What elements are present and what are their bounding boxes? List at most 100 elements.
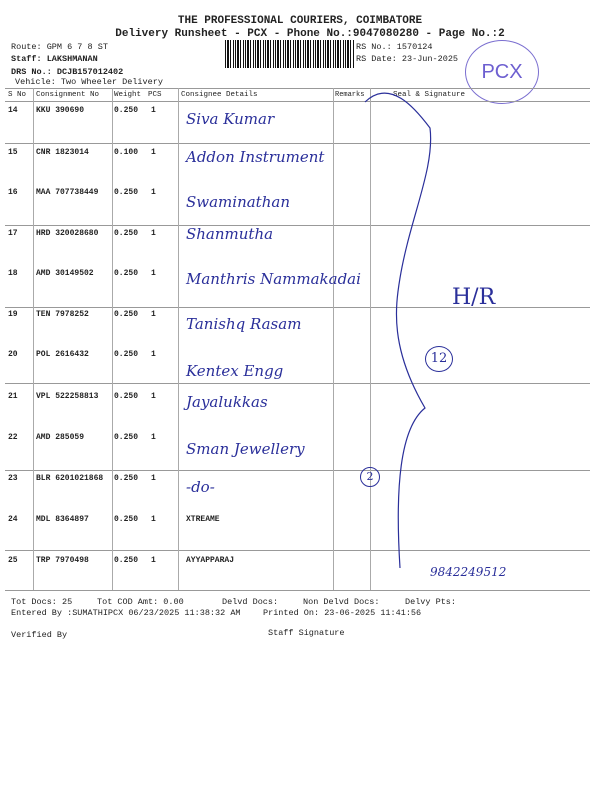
row-sno: 18 [8,269,18,278]
row-pcs: 1 [151,269,156,278]
row-sno: 23 [8,474,18,483]
row-divider [5,225,590,226]
phone-note: 9842249512 [430,565,507,579]
row-weight: 0.250 [114,269,139,278]
row-weight: 0.250 [114,350,139,359]
row-weight: 0.250 [114,392,139,401]
row-weight: 0.250 [114,310,139,319]
row-divider [5,307,590,308]
row-cno: TRP 7970498 [36,556,89,565]
company-name: THE PROFESSIONAL COURIERS, COIMBATORE [177,15,423,27]
row-cno: CNR 1823014 [36,148,89,157]
drs-no: DRS No.: DCJB157012402 [11,67,124,77]
row-consignee: AYYAPPARAJ [186,556,235,565]
col-divider [33,88,34,590]
row-pcs: 1 [151,433,156,442]
handwritten-consignee: Swaminathan [186,193,290,211]
count-circle: 12 [425,346,453,372]
row-cno: AMD 285059 [36,433,85,442]
row-consignee: XTREAME [186,515,220,524]
pcx-stamp: PCX [465,40,539,104]
col-seal: Seal & Signature [393,91,466,99]
handwritten-consignee: Manthris Nammakadai [186,270,361,288]
handwritten-consignee: Shanmutha [186,225,274,243]
col-divider [112,88,113,590]
row-pcs: 1 [151,556,156,565]
vehicle: Vehicle: Two Wheeler Delivery [15,77,163,87]
col-divider [333,88,334,590]
barcode [225,40,355,68]
rs-no: RS No.: 1570124 [356,42,433,52]
row-cno: TEN 7978252 [36,310,89,319]
row-cno: MAA 707738449 [36,188,99,197]
printed-on: Printed On: 23-06-2025 11:41:56 [263,608,422,618]
col-consignment: Consignment No [36,91,100,99]
row-cno: POL 2616432 [36,350,89,359]
row-divider [5,143,590,144]
handwritten-consignee: -do- [186,478,215,496]
delvy-pts: Delvy Pts: [405,597,457,607]
bracket-stroke [364,92,432,569]
route: Route: GPM 6 7 8 ST [11,42,108,52]
col-divider [370,88,371,590]
staff: Staff: LAKSHMANAN [11,54,98,64]
row-weight: 0.250 [114,106,139,115]
header-bottom-line [5,101,590,102]
col-sno: S No [8,91,27,99]
row-sno: 15 [8,148,18,157]
row-sno: 17 [8,229,18,238]
runsheet-title: Delivery Runsheet - PCX - Phone No.:9047… [115,28,505,40]
handwritten-consignee: Kentex Engg [186,362,284,380]
col-weight: Weight [114,91,142,99]
row-divider [5,383,590,384]
col-consignee: Consignee Details [181,91,258,99]
row-weight: 0.250 [114,188,139,197]
row-sno: 16 [8,188,18,197]
staff-signature: Staff Signature [268,628,345,638]
col-divider [178,88,179,590]
row-weight: 0.250 [114,229,139,238]
row-sno: 24 [8,515,18,524]
row-pcs: 1 [151,229,156,238]
table-bottom-line [5,590,590,591]
col-pcs: PCS [148,91,162,99]
col-remarks: Remarks [335,91,365,99]
row-divider [5,550,590,551]
row-cno: BLR 6201021868 [36,474,104,483]
row-sno: 14 [8,106,18,115]
row-pcs: 1 [151,148,156,157]
handwritten-consignee: Sman Jewellery [186,440,305,458]
row-pcs: 1 [151,350,156,359]
row-sno: 21 [8,392,18,401]
row-pcs: 1 [151,106,156,115]
row-cno: VPL 522258813 [36,392,99,401]
row-cno: AMD 30149502 [36,269,94,278]
row-pcs: 1 [151,474,156,483]
row-sno: 22 [8,433,18,442]
tot-docs: Tot Docs: 25 [11,597,73,607]
row-cno: HRD 320028680 [36,229,99,238]
handwritten-consignee: Addon Instrument [186,148,325,166]
row-divider [5,470,590,471]
row-cno: MDL 8364897 [36,515,89,524]
handwritten-consignee: Jayalukkas [186,393,268,411]
rs-date: RS Date: 23-Jun-2025 [356,54,459,64]
row-cno: KKU 390690 [36,106,85,115]
tot-cod: Tot COD Amt: 0.00 [97,597,184,607]
entered-by: Entered By :SUMATHIPCX 06/23/2025 11:38:… [11,608,241,618]
row-sno: 25 [8,556,18,565]
row-weight: 0.250 [114,474,139,483]
small-count-circle: 2 [360,467,380,487]
row-weight: 0.250 [114,556,139,565]
row-weight: 0.250 [114,433,139,442]
handwritten-consignee: Siva Kumar [186,110,275,128]
row-pcs: 1 [151,188,156,197]
initials-note: H/R [452,285,496,310]
handwritten-consignee: Tanishq Rasam [186,315,302,333]
row-weight: 0.250 [114,515,139,524]
row-sno: 20 [8,350,18,359]
delvd-docs: Delvd Docs: [222,597,279,607]
row-pcs: 1 [151,310,156,319]
row-pcs: 1 [151,392,156,401]
row-weight: 0.100 [114,148,139,157]
